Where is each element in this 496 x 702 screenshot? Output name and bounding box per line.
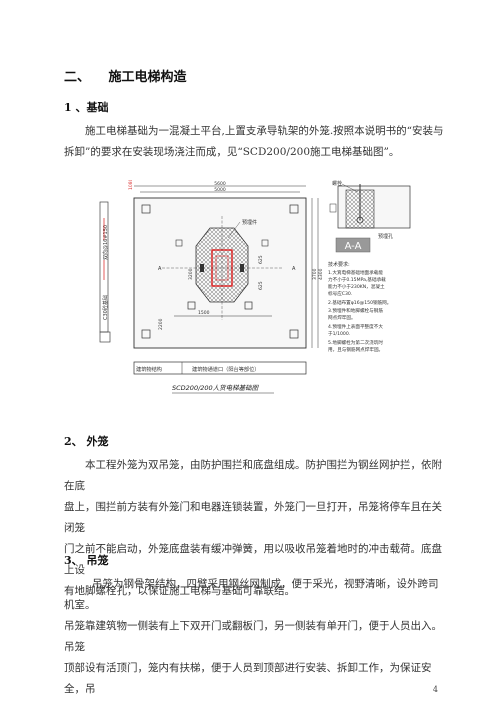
building-structure-label: 建筑物结构 [136, 365, 162, 373]
tech-line: 能力不小于230KN，混凝土 [328, 283, 385, 290]
subsection-cage-title: 3、 吊笼 [64, 554, 109, 567]
tech-line: 用，且与钢筋网点焊牢固。 [328, 346, 383, 353]
foundation-drawing: 5600 5000 双向@16#150 C30砼基础 [99, 180, 411, 394]
tech-line: 1.大箕电梯基础地面承载能 [328, 269, 383, 276]
section-heading: 二、 施工电梯构造 [64, 66, 187, 85]
left-rebar-label: 双向@16#150 [102, 225, 109, 260]
tech-line: 2.基础布置φ16@150钢筋网。 [328, 299, 391, 306]
section-title: 施工电梯构造 [108, 70, 187, 85]
dim-label: 3200 [188, 268, 194, 280]
dim-label: 2200 [158, 318, 164, 330]
paragraph-line: 拆卸”的要求在安装现场浇注而成，见“SCD200/200施工电梯基础图”。 [64, 146, 400, 158]
tech-line: 3.预埋件和地脚螺栓与钢筋 [328, 307, 383, 314]
dim-label: 4300 [318, 268, 324, 280]
tech-line: 标号应C30. [328, 290, 352, 297]
dim-label: 625 [258, 281, 264, 290]
paragraph-line: 吊笼靠建筑物一侧装有上下双开门或翻板门，另一侧装有单开门，便于人员出入。吊笼 [64, 620, 442, 653]
outer-cage-paragraph: 本工程外笼为双吊笼，由防护围拦和底盘组成。防护围拦为钢丝网护拦，依附在底 盘上，… [64, 455, 444, 602]
page-number: 4 [432, 685, 438, 694]
tech-title: 技术要求: [328, 261, 350, 268]
cage-paragraph: 吊笼为钢骨架结构，四臂采用钢丝网制成，便于采光，视野清晰，设外跨司机室。 吊笼靠… [64, 574, 448, 700]
paragraph-line: 顶部设有活顶门，笼内有扶梯，便于人员到顶部进行安装、拆卸工作，为保证安全，吊 [64, 662, 432, 695]
bolt-label: 螺栓 [332, 180, 342, 187]
paragraph-line: 门之前不能启动，外笼底盘装有缓冲弹簧，用以吸收吊笼着地时的冲击载荷。底盘上设 [64, 543, 442, 576]
paragraph-line: 本工程外笼为双吊笼，由防护围拦和底盘组成。防护围拦为钢丝网护拦，依附在底 [64, 459, 442, 492]
dim-label: 3700 [312, 268, 318, 280]
paragraph-line: 有地脚螺栓孔，以保证施工电梯与基础可靠联结。 [64, 585, 295, 597]
tech-line: 力不小于0.15MPa,基础承载 [328, 276, 386, 283]
section-marker: A [292, 266, 296, 272]
paragraph-line: 施工电梯基础为一混凝土平台,上置支承导轨架的外笼.按照本说明书的“安装与 [85, 125, 444, 137]
embed-label: 预埋件 [242, 219, 257, 226]
left-concrete-label: C30砼基础 [102, 295, 109, 320]
dim-label: 5600 [214, 181, 226, 187]
section-aa-label: A-A [345, 241, 362, 252]
dim-label: 625 [258, 255, 264, 264]
embed-hole-label: 预埋孔 [378, 233, 393, 240]
tech-line: 4.预埋件上表面平整度不大 [328, 323, 383, 330]
subsection-outer-cage-title: 2、 外笼 [64, 435, 109, 448]
section-marker: A [158, 266, 162, 272]
subsection-foundation-title: 1 、基础 [64, 101, 109, 114]
foundation-paragraph: 施工电梯基础为一混凝土平台,上置支承导轨架的外笼.按照本说明书的“安装与 拆卸”… [64, 121, 444, 163]
paragraph-line: 盘上，围拦前方装有外笼门和电器连锁装置，外笼门一旦打开，吊笼将停车且在关闭笼 [64, 501, 442, 534]
dim-label: 1080 [128, 180, 134, 190]
section-number: 二、 [64, 70, 91, 85]
dim-label: 5000 [214, 187, 226, 193]
paragraph-line: 吊笼为钢骨架结构，四臂采用钢丝网制成，便于采光，视野清晰，设外跨司机室。 [64, 578, 439, 611]
drawing-caption: SCD200/200人货电梯基础图 [172, 384, 260, 392]
dim-label: 1500 [198, 310, 210, 316]
tech-line: 于1/1000. [328, 331, 350, 337]
building-passage-label: 建筑物通道口（阳台等部位） [192, 365, 259, 373]
tech-line: 网点焊牢固。 [328, 314, 356, 321]
tech-line: 5.地脚螺栓为第二次浇筑时 [328, 339, 383, 346]
